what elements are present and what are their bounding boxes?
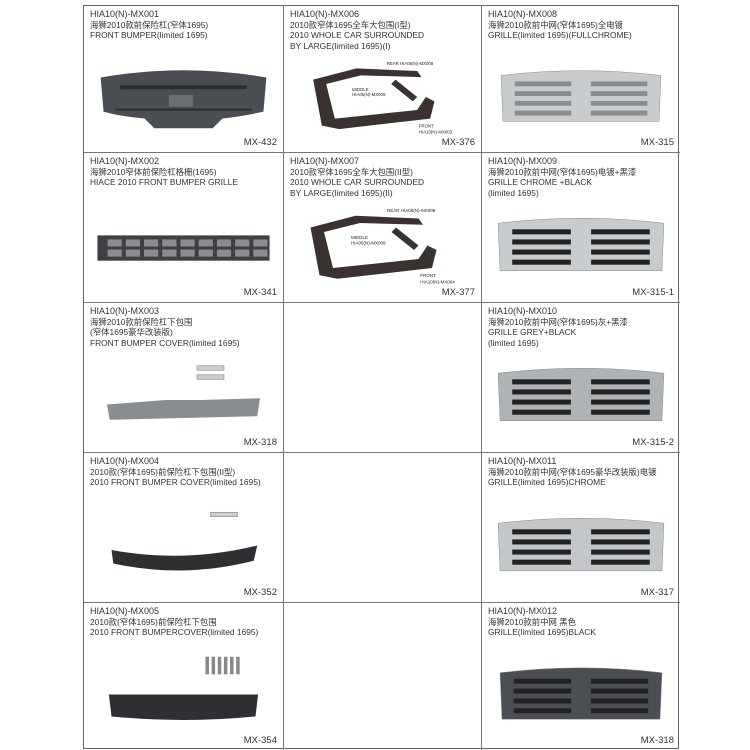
- product-image: [92, 355, 275, 436]
- product-code: HIA10(N)-MX003: [90, 306, 160, 316]
- svg-text:HIA10(N)-MX004: HIA10(N)-MX004: [420, 279, 455, 284]
- model-number: MX-354: [243, 734, 277, 746]
- product-code: HIA10(N)-MX011: [488, 456, 557, 466]
- rear-label: REAR HIA05(N)-MX008: [387, 208, 436, 213]
- product-name-cn: 海狮2010款前中网(窄体1695豪华改装版)电镀: [488, 466, 657, 477]
- product-code: HIA10(N)-MX001: [90, 9, 160, 19]
- empty-cell: [284, 303, 482, 453]
- product-code: HIA10(N)-MX006: [290, 9, 360, 19]
- product-name-en: GRILLE CHROME +BLACK: [488, 177, 593, 187]
- product-name-cn: 2010款窄体1695全车大包围(II型): [290, 166, 413, 177]
- product-name-cn: 海狮2010窄体前保险杠格栅(1695): [90, 166, 217, 177]
- model-number: MX-341: [243, 286, 277, 298]
- product-name-cn: 海狮2010款前保险杠下包围: [90, 316, 193, 327]
- product-name-cn: 海狮2010款前中网 黑色: [488, 616, 576, 627]
- model-number: MX-315-1: [632, 286, 674, 298]
- product-name-en: 2010 WHOLE CAR SURROUNDED: [290, 177, 425, 187]
- svg-text:FRONT: FRONT: [420, 273, 436, 278]
- product-code: HIA10(N)-MX012: [488, 606, 558, 616]
- product-image: [490, 58, 672, 136]
- product-code: HIA10(N)-MX005: [90, 606, 160, 616]
- product-name-en: GRILLE GREY+BLACK: [488, 327, 577, 337]
- model-number: MX-352: [243, 586, 277, 598]
- product-name-en: (limited 1695): [488, 337, 539, 348]
- model-number: MX-318: [640, 734, 674, 746]
- model-number: MX-432: [243, 136, 277, 148]
- product-name-en: GRILLE(limited 1695)CHROME: [488, 477, 606, 487]
- product-code: HIA10(N)-MX009: [488, 156, 558, 166]
- product-code: HIA10(N)-MX008: [488, 9, 558, 19]
- product-code: HIA10(N)-MX010: [488, 306, 558, 316]
- product-name-en: BY LARGE(limited 1695)(I): [290, 40, 391, 51]
- product-name-cn: 海狮2010款前中网(窄体1695)全电镀: [488, 19, 623, 30]
- model-number: MX-318: [243, 436, 277, 448]
- product-name-en: 2010 FRONT BUMPER COVER(limited 1695): [90, 477, 261, 487]
- product-name-cn: 海狮2010款前中网(窄体1695)电镀+黑漆: [488, 166, 637, 177]
- product-name-cn: 海狮2010款前中网(窄体1695)灰+黑漆: [488, 316, 628, 327]
- product-name-en: GRILLE(limited 1695)(FULLCHROME): [488, 30, 632, 40]
- empty-cell: [284, 603, 482, 750]
- model-number: MX-315-2: [632, 436, 674, 448]
- product-name-cn: 2010款窄体1695全车大包围(I型): [290, 19, 411, 30]
- product-code: HIA10(N)-MX004: [90, 456, 160, 466]
- product-image: [92, 58, 275, 136]
- product-name-en: 2010 WHOLE CAR SURROUNDED: [290, 30, 425, 40]
- svg-text:MIDDLE: MIDDLE: [351, 235, 368, 240]
- product-name-cn: 2010款(窄体1695)前保险杠下包围(II型): [90, 466, 236, 477]
- product-name-en: 2010 FRONT BUMPERCOVER(limited 1695): [90, 627, 259, 637]
- product-name-cn: 海狮2010款前保险杠(窄体1695): [90, 19, 209, 30]
- svg-text:HIA10(N)-MX003: HIA10(N)-MX003: [419, 129, 453, 134]
- product-name-en: FRONT BUMPER COVER(limited 1695): [90, 337, 240, 348]
- empty-cell: [284, 453, 482, 603]
- product-name-en: FRONT BUMPER(limited 1695): [90, 30, 208, 40]
- svg-text:FRONT: FRONT: [419, 123, 434, 128]
- product-image: [490, 355, 672, 436]
- model-number: MX-315: [640, 136, 674, 148]
- svg-text:MIDDLE: MIDDLE: [352, 87, 368, 92]
- product-image: [92, 505, 275, 586]
- product-image: [490, 655, 672, 734]
- product-code: HIA10(N)-MX007: [290, 156, 360, 166]
- product-name-en: BY LARGE(limited 1695)(II): [290, 187, 393, 198]
- rear-label: REAR HIA05(N)-MX008: [387, 61, 434, 66]
- product-image: [92, 205, 275, 286]
- product-image: [92, 655, 275, 734]
- svg-text:HIA05(N)-MX009: HIA05(N)-MX009: [352, 92, 386, 97]
- svg-text:HIA05(N)-MX009: HIA05(N)-MX009: [351, 241, 386, 246]
- model-number: MX-377: [441, 286, 475, 298]
- product-name-en: GRILLE(limited 1695)BLACK: [488, 627, 596, 637]
- product-name-en: (窄体1695豪华改装版): [90, 327, 173, 337]
- product-name-en: (limited 1695): [488, 187, 539, 198]
- model-number: MX-317: [640, 586, 674, 598]
- product-code: HIA10(N)-MX002: [90, 156, 160, 166]
- product-image: [490, 505, 672, 586]
- product-name-en: HIACE 2010 FRONT BUMPER GRILLE: [90, 177, 238, 187]
- product-image: [490, 205, 672, 286]
- model-number: MX-376: [441, 136, 475, 148]
- product-name-cn: 2010款(窄体1695)前保险杠下包围: [90, 616, 217, 627]
